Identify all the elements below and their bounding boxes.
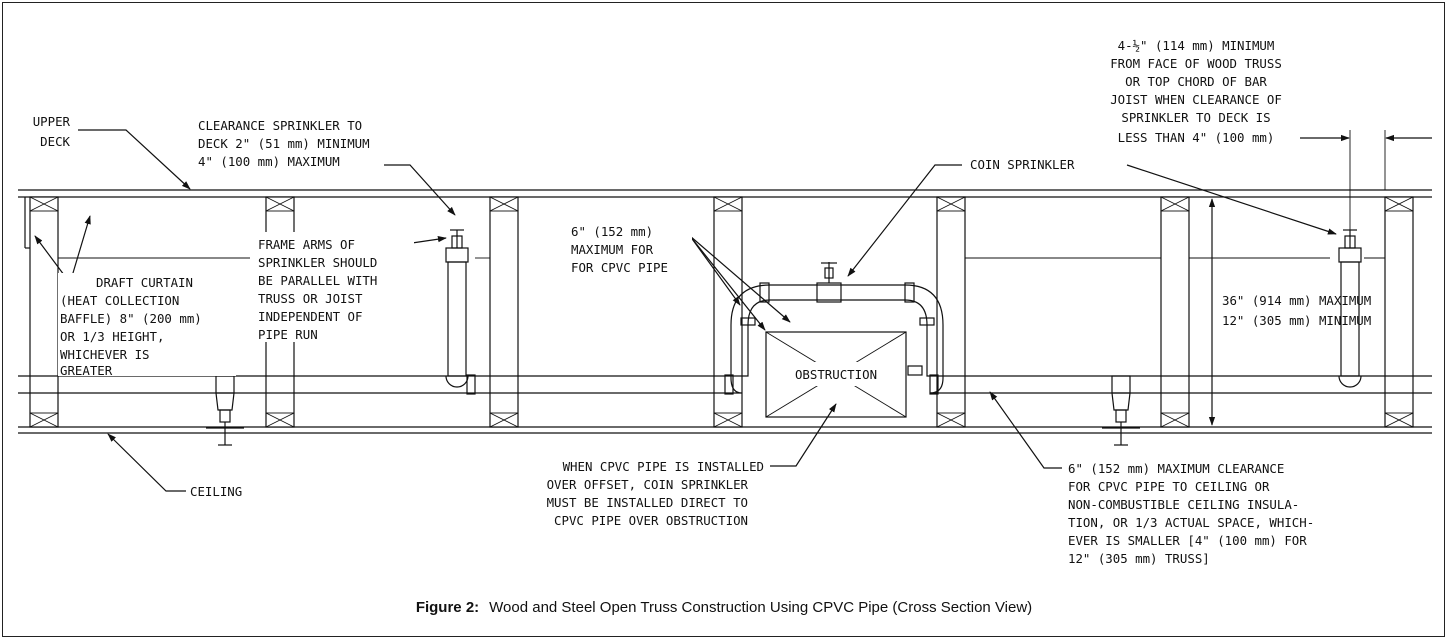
draft-curtain-line1: DRAFT CURTAIN: [96, 275, 193, 290]
label-upper-deck: UPPER DECK: [33, 114, 71, 149]
draft-curtain-line6: GREATER: [60, 363, 113, 378]
truss-post: [1160, 196, 1190, 428]
space-line1: 36" (914 mm) MAXIMUM: [1222, 293, 1371, 308]
label-space: 36" (914 mm) MAXIMUM 12" (305 mm) MINIMU…: [1218, 290, 1371, 332]
label-coin-sprinkler: COIN SPRINKLER: [970, 157, 1075, 172]
label-clearance: CLEARANCE SPRINKLER TO DECK 2" (51 mm) M…: [198, 118, 370, 169]
frame-arms-line2: SPRINKLER SHOULD: [258, 255, 377, 270]
clearance-line2: DECK 2" (51 mm) MINIMUM: [198, 136, 370, 151]
frame-arms-line6: PIPE RUN: [258, 327, 318, 342]
obstruction-label: OBSTRUCTION: [795, 367, 877, 382]
max-cpvc-line3: FOR CPVC PIPE: [571, 260, 668, 275]
bottom-right-line1: 6" (152 mm) MAXIMUM CLEARANCE: [1068, 461, 1284, 476]
main-pipe: [18, 374, 1432, 395]
truss-post: [1384, 196, 1414, 428]
space-line2: 12" (305 mm) MINIMUM: [1222, 313, 1371, 328]
draft-curtain-line4: OR 1/3 HEIGHT,: [60, 329, 164, 344]
obstruction-box: OBSTRUCTION: [765, 331, 907, 418]
frame-arms-line5: INDEPENDENT OF: [258, 309, 362, 324]
max-cpvc-line2: MAXIMUM FOR: [571, 242, 654, 257]
top-right-line6: LESS THAN 4" (100 mm): [1118, 130, 1275, 145]
draft-curtain-line5: WHICHEVER IS: [60, 347, 150, 362]
frame-arms-line4: TRUSS OR JOIST: [258, 291, 363, 306]
frame-arms-line1: FRAME ARMS OF: [258, 237, 355, 252]
bottom-right-line4: TION, OR 1/3 ACTUAL SPACE, WHICH-: [1068, 515, 1314, 530]
ceiling-text: CEILING: [190, 484, 242, 499]
offset-note-line2: OVER OFFSET, COIN SPRINKLER: [547, 477, 749, 492]
offset-pipe: [730, 262, 944, 394]
top-right-line4: JOIST WHEN CLEARANCE OF: [1110, 92, 1282, 107]
offset-note-line3: MUST BE INSTALLED DIRECT TO: [547, 495, 748, 510]
bottom-right-line5: EVER IS SMALLER [4" (100 mm) FOR: [1068, 533, 1307, 548]
right-riser: [1338, 229, 1362, 388]
label-bottom-right: 6" (152 mm) MAXIMUM CLEARANCE FOR CPVC P…: [1068, 461, 1314, 566]
top-right-line2: FROM FACE OF WOOD TRUSS: [1110, 56, 1282, 71]
upper-deck-line1: UPPER: [33, 114, 71, 129]
draft-curtain-line3: BAFFLE) 8" (200 mm): [60, 311, 202, 326]
max-cpvc-line1: 6" (152 mm): [571, 224, 653, 239]
clearance-line3: 4" (100 mm) MAXIMUM: [198, 154, 340, 169]
truss-post: [713, 196, 743, 428]
label-offset-note: WHEN CPVC PIPE IS INSTALLED OVER OFFSET,…: [547, 459, 764, 528]
frame-arms-line3: BE PARALLEL WITH: [258, 273, 377, 288]
caption-title: Wood and Steel Open Truss Construction U…: [489, 599, 1032, 616]
top-right-line3: OR TOP CHORD OF BAR: [1125, 74, 1267, 89]
top-right-line1: 4-½" (114 mm) MINIMUM: [1118, 38, 1275, 53]
truss-clearance-dimension: [1300, 130, 1432, 230]
coin-sprinkler-text: COIN SPRINKLER: [970, 157, 1075, 172]
offset-note-line1: WHEN CPVC PIPE IS INSTALLED: [563, 459, 764, 474]
truss-post: [489, 196, 519, 428]
label-ceiling: CEILING: [190, 484, 242, 499]
caption-text: Figure 2: Wood and Steel Open Truss Cons…: [416, 599, 1032, 616]
bottom-right-line2: FOR CPVC PIPE TO CEILING OR: [1068, 479, 1270, 494]
pendent-sprinkler-left: [206, 375, 244, 446]
label-max-cpvc: 6" (152 mm) MAXIMUM FOR FOR CPVC PIPE: [560, 220, 692, 276]
top-right-line5: SPRINKLER TO DECK IS: [1121, 110, 1270, 125]
left-riser: [445, 229, 469, 388]
clearance-line1: CLEARANCE SPRINKLER TO: [198, 118, 362, 133]
draft-curtain-line2: (HEAT COLLECTION: [60, 293, 179, 308]
offset-note-line4: CPVC PIPE OVER OBSTRUCTION: [554, 513, 748, 528]
upper-deck-line2: DECK: [40, 134, 70, 149]
bottom-right-line6: 12" (305 mm) TRUSS]: [1068, 551, 1210, 566]
caption-figure-number: Figure 2:: [416, 599, 479, 616]
bottom-right-line3: NON-COMBUSTIBLE CEILING INSULA-: [1068, 497, 1299, 512]
label-top-right: 4-½" (114 mm) MINIMUM FROM FACE OF WOOD …: [1110, 38, 1282, 145]
figure-caption: Figure 2: Wood and Steel Open Truss Cons…: [416, 599, 1032, 616]
label-frame-arms: FRAME ARMS OF SPRINKLER SHOULD BE PARALL…: [256, 232, 414, 342]
pendent-sprinkler-right: [1102, 375, 1140, 446]
draft-curtain: [24, 197, 30, 249]
label-draft-curtain: DRAFT CURTAIN (HEAT COLLECTION BAFFLE) 8…: [58, 273, 236, 378]
leader-lines: [34, 129, 1337, 492]
